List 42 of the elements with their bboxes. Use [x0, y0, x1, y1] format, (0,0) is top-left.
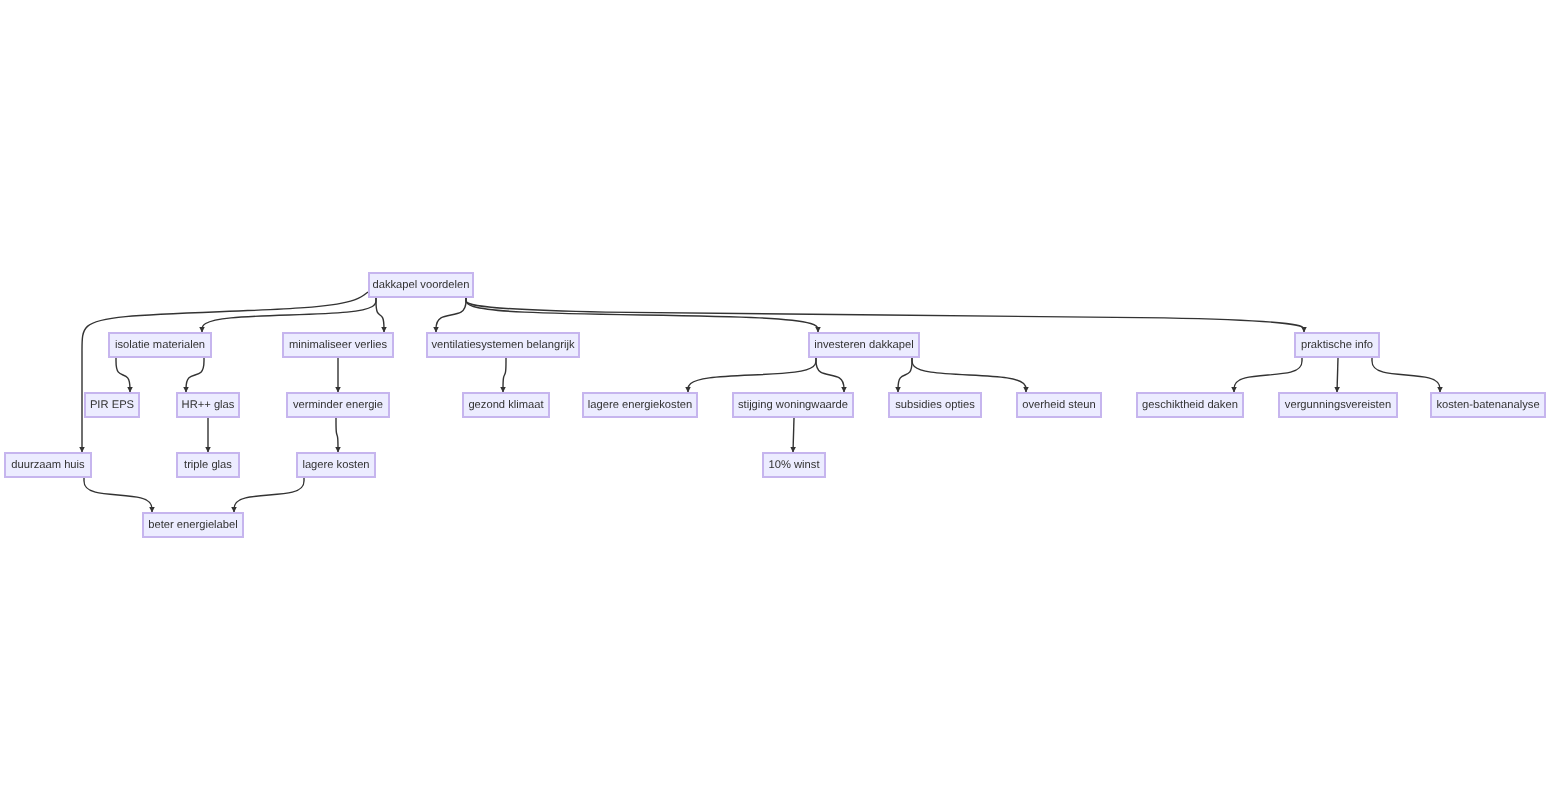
arrow: [375, 297, 387, 333]
arrow: [335, 357, 341, 393]
arrow: [205, 417, 211, 453]
arrow: [790, 417, 796, 453]
process-box: [176, 452, 240, 478]
process-box: [176, 392, 240, 418]
arrow: [815, 357, 847, 393]
process-box: [142, 512, 244, 538]
arrow: [895, 357, 913, 393]
arrow: [1231, 357, 1303, 393]
arrow: [231, 477, 305, 513]
arrow: [83, 477, 155, 513]
process-box: [1430, 392, 1546, 418]
arrow: [500, 357, 507, 393]
arrow: [465, 297, 821, 333]
process-box: [1278, 392, 1398, 418]
arrow: [433, 297, 467, 333]
process-box: [808, 332, 920, 358]
process-box: [1136, 392, 1244, 418]
process-box: [426, 332, 580, 358]
process-box: [732, 392, 854, 418]
arrow: [79, 291, 369, 453]
arrow: [183, 357, 205, 393]
arrow: [115, 357, 133, 393]
process-box: [1016, 392, 1102, 418]
process-box: [762, 452, 826, 478]
process-box: [108, 332, 212, 358]
process-box: [286, 392, 390, 418]
process-box: [282, 332, 394, 358]
arrow: [335, 417, 341, 453]
process-box: [296, 452, 376, 478]
process-box: [84, 392, 140, 418]
arrow: [1334, 357, 1340, 393]
process-box: [582, 392, 698, 418]
process-box: [462, 392, 550, 418]
arrow: [465, 297, 1307, 333]
process-box: [1294, 332, 1380, 358]
process-box: [368, 272, 474, 298]
arrow: [911, 357, 1029, 393]
process-box: [888, 392, 982, 418]
arrow: [1371, 357, 1443, 393]
process-box: [4, 452, 92, 478]
